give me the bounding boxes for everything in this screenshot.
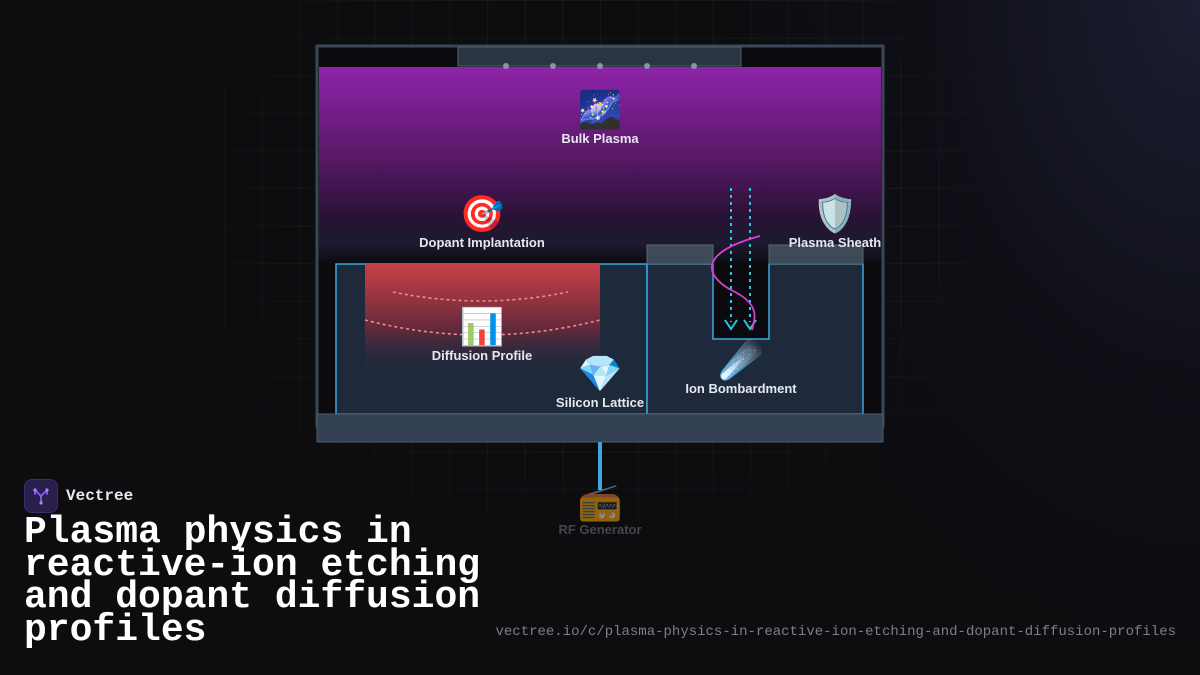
node-ion-bombardment: ☄️ Ion Bombardment [685, 337, 797, 396]
electron-trajectory [710, 235, 761, 331]
target-icon: 🎯 [460, 193, 505, 234]
node-dopant-implantation: 🎯 Dopant Implantation [419, 193, 545, 250]
gem-icon: 💎 [578, 353, 623, 394]
label-bulk-plasma: Bulk Plasma [561, 131, 639, 146]
label-ion-bombardment: Ion Bombardment [685, 381, 797, 396]
label-diffusion-profile: Diffusion Profile [432, 348, 532, 363]
comet-icon: ☄️ [719, 337, 764, 383]
node-plasma-sheath: 🛡️ Plasma Sheath [789, 193, 882, 250]
plasma-region [319, 67, 881, 264]
doped-region [365, 264, 600, 376]
etch-mask-left [646, 244, 714, 265]
bottom-electrode [316, 413, 884, 443]
brand[interactable]: Vectree [24, 479, 133, 513]
label-silicon-lattice: Silicon Lattice [556, 395, 644, 410]
node-bulk-plasma: 🌌 Bulk Plasma [561, 89, 639, 146]
etch-mask-right [768, 244, 864, 265]
brand-name: Vectree [66, 487, 134, 505]
label-dopant-implantation: Dopant Implantation [419, 235, 545, 250]
bar-chart-icon: 📊 [460, 306, 505, 347]
node-rf-generator: 📻 RF Generator [558, 481, 641, 537]
page-title: Plasma physics in reactive-ion etching a… [24, 511, 481, 652]
shield-icon: 🛡️ [813, 193, 858, 234]
galaxy-icon: 🌌 [578, 89, 623, 130]
node-silicon-lattice: 💎 Silicon Lattice [556, 353, 644, 410]
gas-inlets [503, 63, 697, 69]
rf-feed-line [598, 442, 602, 490]
page-url[interactable]: vectree.io/c/plasma-physics-in-reactive-… [495, 624, 1176, 640]
node-diffusion-profile: 📊 Diffusion Profile [432, 306, 532, 363]
label-plasma-sheath: Plasma Sheath [789, 235, 882, 250]
tree-icon [24, 479, 58, 513]
radio-icon: 📻 [578, 481, 623, 522]
label-rf-generator: RF Generator [558, 522, 641, 537]
